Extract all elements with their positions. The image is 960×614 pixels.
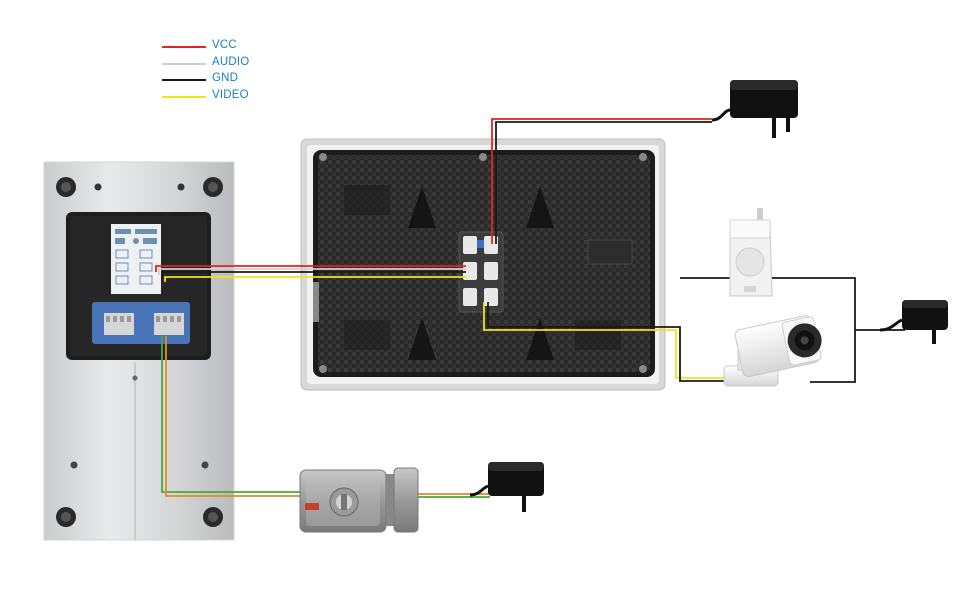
legend-swatch bbox=[162, 95, 206, 98]
wire-lock-green bbox=[161, 336, 300, 493]
outdoor-station bbox=[43, 161, 235, 541]
legend-label: VIDEO bbox=[212, 88, 249, 101]
power-adapter-camera bbox=[879, 300, 948, 344]
wire-monitor-power-black bbox=[495, 121, 712, 244]
legend-swatch bbox=[162, 46, 206, 48]
connector-block bbox=[458, 231, 504, 313]
wire-audio bbox=[158, 268, 466, 275]
wire-camera-gnd bbox=[487, 302, 732, 382]
legend-label: VCC bbox=[212, 39, 237, 51]
legend-label: GND bbox=[212, 72, 239, 84]
wire-video bbox=[164, 276, 466, 282]
power-adapter-lock bbox=[469, 462, 544, 512]
monitor-badge bbox=[587, 239, 633, 265]
terminal-board bbox=[92, 302, 190, 344]
electric-lock bbox=[299, 467, 419, 533]
wire-gnd bbox=[161, 271, 466, 278]
pir-sensor bbox=[729, 208, 773, 297]
wire-camera-video bbox=[483, 302, 732, 379]
wire-camera-power bbox=[810, 330, 856, 383]
screw-hole bbox=[203, 507, 223, 527]
screw-hole bbox=[56, 507, 76, 527]
legend-swatch bbox=[162, 79, 206, 81]
vent-grille bbox=[344, 185, 621, 350]
screw-hole bbox=[203, 177, 223, 197]
wires bbox=[155, 118, 905, 498]
legend-swatch bbox=[162, 62, 206, 65]
wire-monitor-power-red bbox=[491, 118, 712, 244]
wire-lock-orange bbox=[165, 336, 300, 497]
wire-vcc bbox=[155, 265, 466, 272]
function-label bbox=[111, 224, 161, 294]
legend-label: AUDIO bbox=[212, 55, 250, 68]
cctv-camera bbox=[723, 315, 822, 387]
power-adapter-monitor bbox=[711, 80, 798, 138]
screw-hole bbox=[56, 177, 76, 197]
indoor-monitor bbox=[300, 138, 666, 391]
